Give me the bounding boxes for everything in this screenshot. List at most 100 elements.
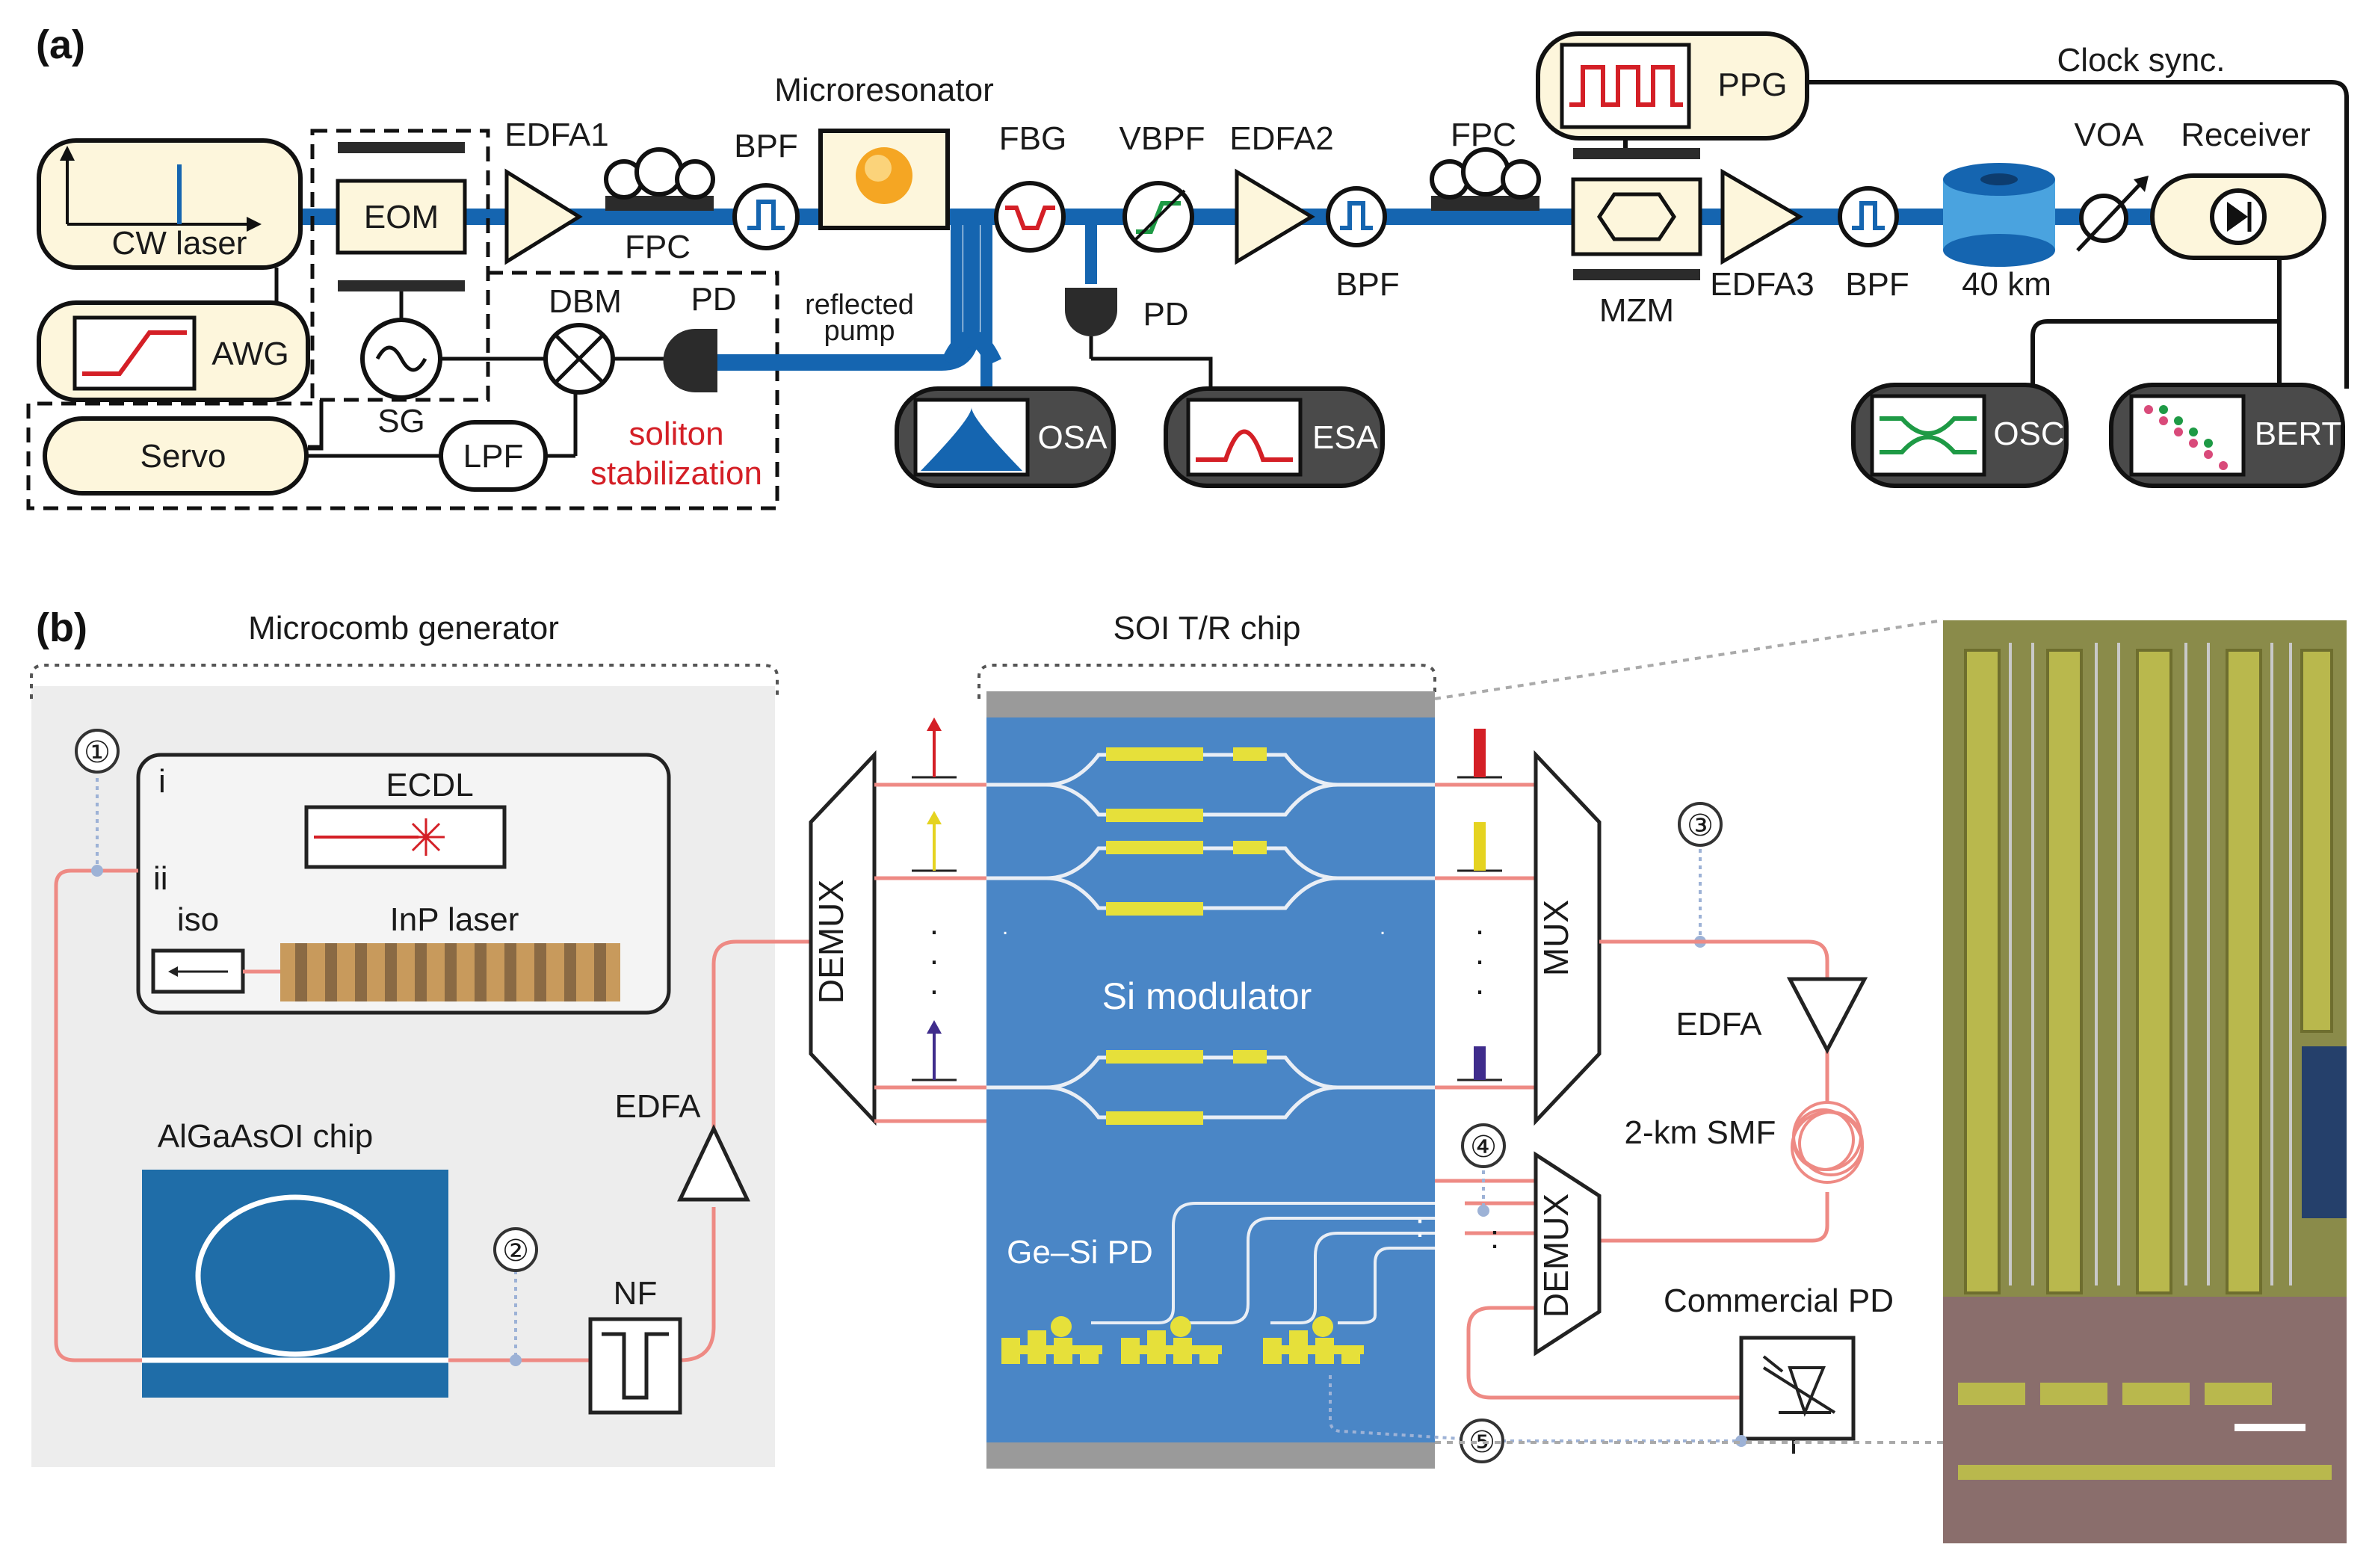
channel-bars-out: . . . [1457, 729, 1502, 1081]
svg-text:.: . [930, 905, 939, 942]
demux-right [1534, 1151, 1602, 1356]
edfa1-label: EDFA1 [504, 117, 608, 153]
smf-coil [1791, 1101, 1864, 1184]
option-i-label: i [158, 763, 166, 800]
osa-block: OSA [895, 386, 1116, 488]
cw-laser-block: CW laser [37, 138, 303, 270]
edfa3-block: EDFA3 [1710, 168, 1815, 303]
commercial-pd-symbol [1762, 1355, 1836, 1417]
lpf-block: LPF [439, 420, 548, 492]
bert-block: BERT [2109, 383, 2345, 488]
svg-text::: : [1490, 1219, 1499, 1256]
marker-4 [1461, 1123, 1506, 1168]
eom-label: EOM [364, 199, 439, 235]
svg-text:.: . [1002, 915, 1008, 939]
marker-4-label: ④ [1470, 1131, 1497, 1164]
marker-2 [493, 1227, 538, 1272]
panel-b-label: (b) [36, 605, 87, 650]
fpc2-label: FPC [1451, 117, 1516, 153]
chip-micrograph [1943, 620, 2347, 1543]
bpf2-label: BPF [1335, 266, 1400, 303]
esa-block: ESA [1164, 386, 1385, 488]
edfa-left-label: EDFA [615, 1088, 702, 1125]
vbpf-label: VBPF [1119, 120, 1205, 157]
pink-fibers-mux-in [1435, 783, 1536, 1090]
reflected-pump-line1: reflected [805, 289, 914, 321]
algaasoi-chip [142, 1170, 448, 1398]
laser-options-box: i ii ECDL InP laser iso [136, 753, 671, 1015]
zoom-line-top [1434, 619, 1944, 700]
osc-block: OSC [1851, 383, 2069, 488]
marker-3-label: ③ [1687, 809, 1714, 842]
panel-a-label: (a) [36, 22, 85, 67]
scale-bar [2235, 1424, 2305, 1431]
edfa3-label: EDFA3 [1710, 266, 1814, 303]
edfa2-label: EDFA2 [1229, 120, 1333, 157]
edfa1-block: EDFA1 [504, 117, 609, 265]
pd-left-label: PD [691, 281, 736, 318]
svg-text:.: . [930, 935, 939, 972]
iso-label: iso [177, 901, 219, 938]
bpf1-block: BPF [732, 128, 800, 250]
microresonator-label: Microresonator [774, 72, 993, 108]
mux-label: MUX [1537, 900, 1575, 976]
edfa-right-label: EDFA [1676, 1006, 1763, 1043]
eom-dashed-box [310, 129, 490, 402]
pink-fibers-left [54, 868, 815, 1362]
voa-block: VOA [2075, 117, 2149, 252]
bpf2-block: BPF [1326, 186, 1400, 303]
svg-text:.: . [1475, 905, 1484, 942]
reflected-pump-line2: pump [824, 315, 895, 347]
commercial-pd-label: Commercial PD [1664, 1283, 1894, 1319]
sg-label: SG [377, 403, 425, 439]
microcomb-bracket [30, 664, 779, 699]
mux [1534, 750, 1602, 1126]
osa-label: OSA [1038, 419, 1108, 456]
microresonator-block: Microresonator [774, 72, 994, 230]
sg-block: SG [360, 318, 442, 439]
voa-label: VOA [2075, 117, 2145, 153]
mzm-label: MZM [1599, 292, 1674, 329]
bert-label: BERT [2255, 416, 2342, 452]
inp-laser-label: InP laser [390, 901, 519, 938]
ecdl-star [407, 818, 445, 856]
receiver-wires [2030, 258, 2282, 389]
bpf3-block: BPF [1838, 186, 1909, 303]
eom-block: EOM [336, 142, 467, 291]
pink-fibers-demux-out [874, 783, 986, 1123]
ecdl-label: ECDL [386, 767, 473, 803]
ring-resonator [195, 1194, 395, 1357]
nf-label: NF [614, 1275, 658, 1312]
modulator-electrodes [1106, 747, 1267, 1125]
pd-mid: PD [1065, 224, 1213, 392]
mzm-block: MZM [1571, 148, 1702, 329]
demux-right-label: DEMUX [1537, 1194, 1575, 1318]
ge-si-pd-label: Ge–Si PD [1007, 1234, 1153, 1271]
vbpf-block: VBPF [1119, 120, 1205, 253]
channel-arrows-in: . . . [912, 717, 957, 1081]
svg-text:.: . [1475, 965, 1484, 1001]
fbg-label: FBG [999, 120, 1066, 157]
dbm-label: DBM [549, 283, 622, 320]
marker-1-label: ① [84, 736, 111, 769]
ppg-block: PPG [1536, 31, 1809, 141]
si-modulator-label: Si modulator [1102, 975, 1312, 1017]
svg-text:.: . [930, 965, 939, 1001]
bpf3-label: BPF [1845, 266, 1909, 303]
pd-left: PD [663, 281, 737, 392]
pd-pads [1001, 1316, 1364, 1364]
fpc1-label: FPC [625, 229, 691, 265]
demux-left-label: DEMUX [812, 880, 850, 1004]
awg-label: AWG [211, 336, 288, 372]
inp-laser-bar [280, 943, 620, 1001]
receiver-block: Receiver [2150, 117, 2326, 260]
microcomb-generator-title: Microcomb generator [248, 610, 559, 646]
dbm-block: DBM [543, 283, 622, 395]
esa-label: ESA [1312, 419, 1379, 456]
ppg-label: PPG [1718, 67, 1788, 103]
fbg-block: FBG [994, 120, 1066, 253]
svg-text:.: . [1475, 935, 1484, 972]
svg-text::: : [1415, 1208, 1424, 1244]
pd-mid-label: PD [1143, 296, 1188, 333]
